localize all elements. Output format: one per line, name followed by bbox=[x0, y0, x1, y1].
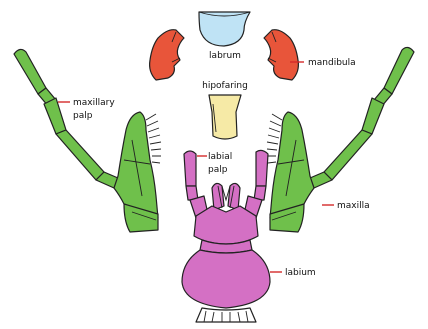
mandible-right bbox=[264, 30, 298, 80]
label-mandibula: mandibula bbox=[308, 58, 356, 68]
label-labrum: labrum bbox=[209, 51, 241, 61]
labium-part bbox=[182, 150, 270, 322]
labrum-part bbox=[199, 12, 250, 46]
label-maxilla: maxilla bbox=[337, 201, 370, 211]
label-maxillary-palp-line1: maxillary bbox=[73, 98, 115, 108]
label-hipofaring: hipofaring bbox=[202, 81, 248, 91]
maxilla-left bbox=[14, 49, 161, 232]
hipofaring-part bbox=[209, 95, 241, 139]
mandible-left bbox=[150, 30, 184, 80]
label-labium: labium bbox=[285, 268, 316, 278]
label-labial-palp-line2: palp bbox=[208, 165, 228, 175]
label-labial-palp-line1: labial bbox=[208, 152, 232, 162]
label-maxillary-palp-line2: palp bbox=[73, 111, 93, 121]
